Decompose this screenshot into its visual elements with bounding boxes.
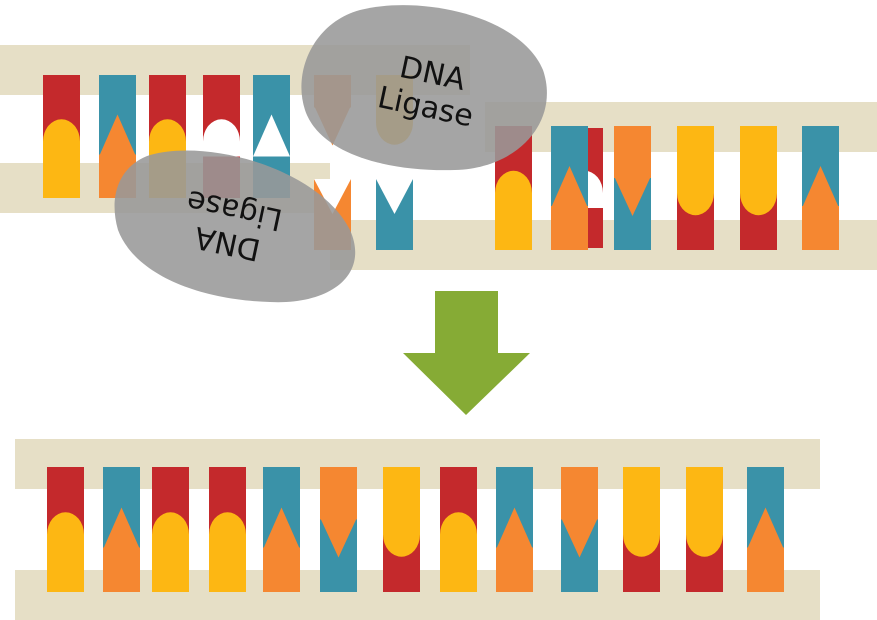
result-base-pair-6	[383, 467, 420, 592]
result-base-pair-3	[209, 467, 246, 592]
base-pair-right-5	[614, 126, 651, 250]
base-yellow	[152, 547, 189, 592]
base-yellow	[209, 547, 246, 592]
base-orange	[802, 206, 839, 250]
result-base-pair-4	[263, 467, 300, 592]
base-yellow	[686, 467, 723, 520]
base-pair-right-7	[740, 126, 777, 250]
base-yellow-knob	[686, 517, 723, 557]
base-orange-knob	[320, 517, 357, 558]
result-base-pair-12	[747, 467, 784, 592]
base-orange-knob	[496, 507, 533, 550]
base-orange-knob	[614, 176, 651, 216]
base-yellow-knob	[740, 176, 777, 216]
result-base-pair-9	[561, 467, 598, 592]
base-orange	[103, 547, 140, 592]
base-yellow-knob	[677, 176, 714, 216]
result-base-pair-8	[496, 467, 533, 592]
base-yellow-knob	[209, 512, 246, 550]
base-pair-left-0	[43, 75, 80, 198]
empty-slot	[376, 179, 413, 214]
base-orange-knob	[99, 114, 136, 157]
base-orange-knob	[561, 517, 598, 558]
base-yellow	[47, 547, 84, 592]
base-orange	[496, 547, 533, 592]
result-base-pairs	[47, 467, 784, 592]
base-yellow-knob	[152, 512, 189, 550]
base-yellow-knob	[440, 512, 477, 550]
result-base-pair-7	[440, 467, 477, 592]
result-base-pair-10	[623, 467, 660, 592]
base-yellow	[495, 206, 532, 250]
base-pair-right-4	[551, 126, 588, 250]
result-base-pair-0	[47, 467, 84, 592]
base-orange-knob	[103, 507, 140, 550]
base-orange-knob	[747, 507, 784, 550]
base-yellow	[43, 154, 80, 198]
base-pair-right-6	[677, 126, 714, 250]
base-orange-knob	[802, 166, 839, 208]
base-pair-partial-1	[376, 179, 413, 250]
base-orange	[551, 206, 588, 250]
base-orange	[614, 126, 651, 178]
base-orange-knob	[551, 166, 588, 208]
ligase-enzyme-top: DNA Ligase	[301, 5, 547, 171]
base-yellow	[623, 467, 660, 520]
base-yellow-knob	[149, 119, 186, 157]
backbone-right-lower	[330, 220, 877, 270]
base-orange	[747, 547, 784, 592]
base-orange-knob	[263, 507, 300, 550]
ligase-enzyme-bottom: DNA Ligase	[114, 150, 356, 303]
ligase-top-blob	[301, 5, 547, 171]
base-orange	[561, 467, 598, 520]
result-base-pair-2	[152, 467, 189, 592]
empty-slot	[203, 119, 240, 157]
empty-slot	[314, 179, 351, 214]
base-yellow-knob	[43, 119, 80, 157]
base-yellow	[740, 126, 777, 178]
base-yellow	[677, 126, 714, 178]
base-yellow-knob	[495, 170, 532, 208]
arrow-down-icon	[403, 291, 530, 415]
base-orange	[263, 547, 300, 592]
ligase-bottom-blob	[114, 150, 356, 303]
result-base-pair-5	[320, 467, 357, 592]
base-pair-right-8	[802, 126, 839, 250]
base-yellow-knob	[623, 517, 660, 557]
base-yellow-knob	[383, 517, 420, 557]
empty-slot	[253, 114, 290, 157]
base-yellow	[440, 547, 477, 592]
base-yellow-knob	[47, 512, 84, 550]
base-yellow	[383, 467, 420, 520]
base-orange	[320, 467, 357, 520]
result-base-pair-1	[103, 467, 140, 592]
result-base-pair-11	[686, 467, 723, 592]
